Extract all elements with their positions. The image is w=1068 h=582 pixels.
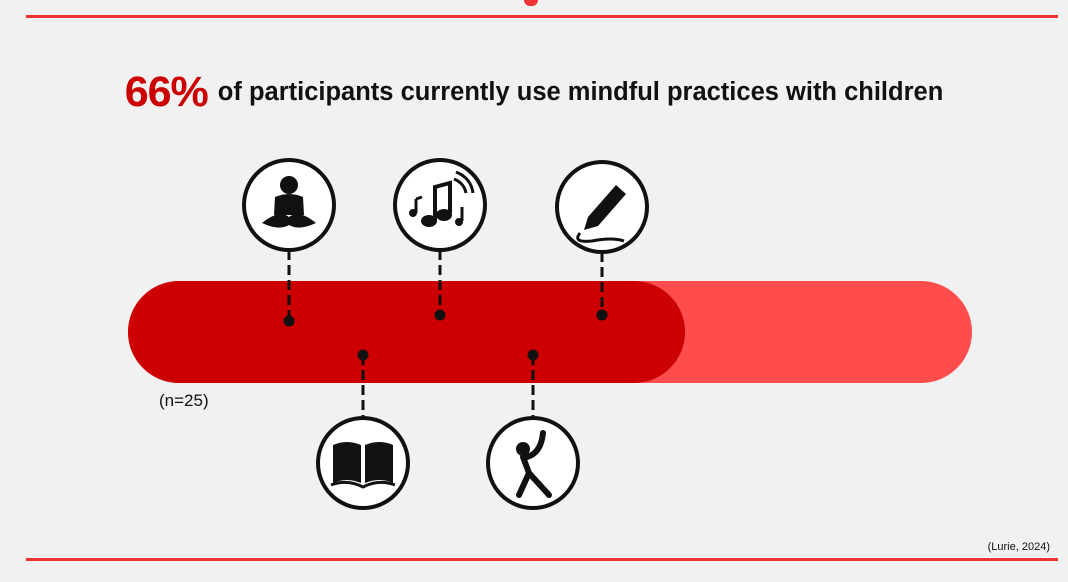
- connector-dot-below-2: [527, 349, 539, 361]
- bottom-divider: [26, 558, 1058, 561]
- stretch-legs: [516, 454, 552, 498]
- sound-wave-2: [455, 170, 475, 194]
- music-notes-icon: [393, 158, 487, 252]
- meditation-head: [280, 176, 298, 194]
- stretch-head: [516, 442, 530, 456]
- pencil-body: [584, 185, 626, 230]
- stretch-arm: [524, 430, 546, 460]
- icon-badge-ring: [393, 158, 487, 252]
- connector-dot-below-1: [357, 349, 369, 361]
- meditation-legs: [262, 214, 316, 228]
- note-stem: [433, 180, 452, 220]
- headline: 66% of participants currently use mindful…: [0, 68, 1068, 117]
- note-head-2: [436, 209, 452, 221]
- headline-percent: 66%: [124, 68, 209, 116]
- citation: (Lurie, 2024): [987, 541, 1050, 553]
- top-divider-marker: [524, 0, 538, 6]
- icon-badge-ring: [316, 416, 410, 510]
- book-left-page: [333, 442, 361, 483]
- pencil-writing-icon: [555, 160, 649, 254]
- meditation-torso: [274, 194, 304, 215]
- connector-dot-above-3: [596, 309, 608, 321]
- sound-wave-1: [453, 177, 468, 194]
- open-book-icon: [316, 416, 410, 510]
- headline-text: of participants currently use mindful pr…: [217, 78, 944, 106]
- bar-used: [128, 281, 686, 383]
- sample-size-label: (n=25): [159, 391, 209, 410]
- connector-dot-above-1: [283, 315, 295, 327]
- top-divider: [26, 15, 1058, 18]
- icon-badge-ring: [486, 416, 580, 510]
- note-head-1: [421, 215, 437, 227]
- meditation-icon: [242, 158, 336, 252]
- pencil-squiggle: [576, 232, 625, 243]
- book-right-page: [365, 442, 393, 483]
- note-small-left-head: [409, 209, 417, 217]
- book-spine: [330, 480, 396, 489]
- note-small-right-head: [455, 218, 463, 226]
- stretching-person-icon: [486, 416, 580, 510]
- connector-dot-above-2: [434, 309, 446, 321]
